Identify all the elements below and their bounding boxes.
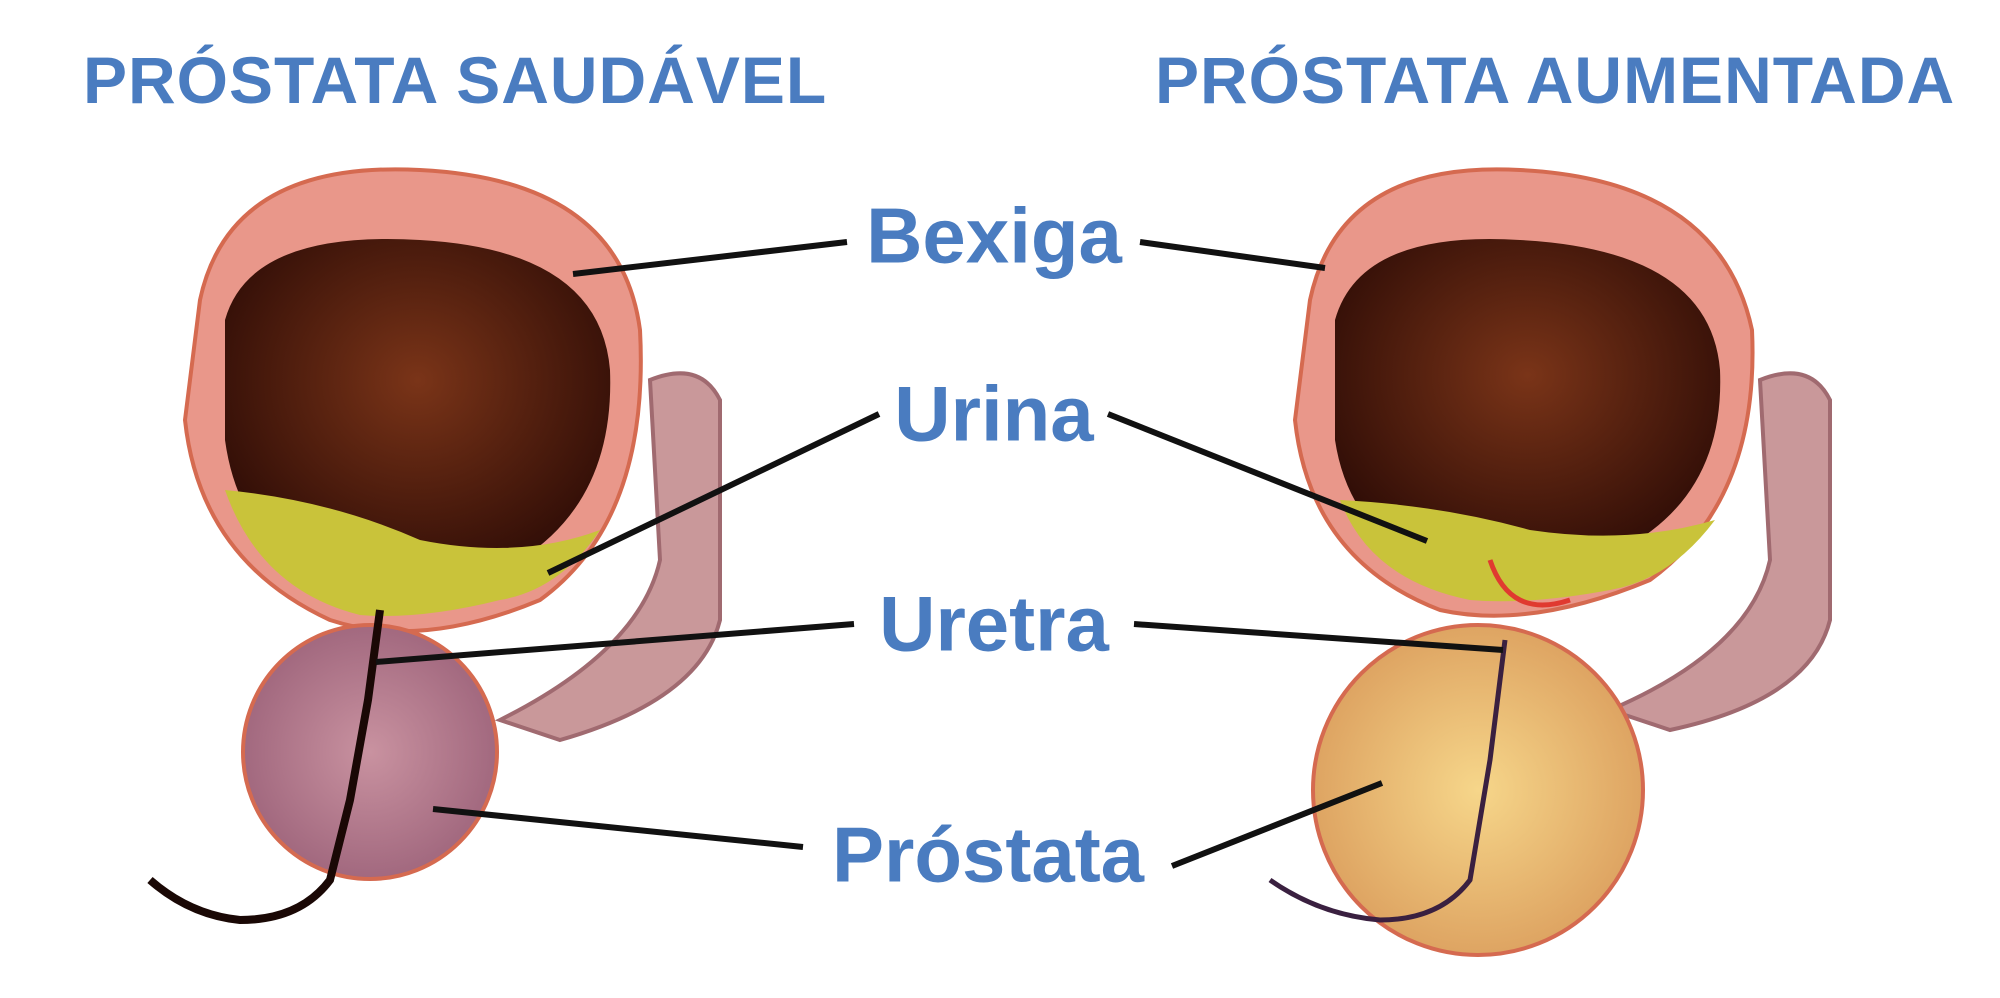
urethra — [1268, 639, 1508, 923]
leader-prostate-left — [432, 806, 804, 850]
bladder-inside — [225, 239, 611, 592]
urine — [225, 490, 600, 616]
flow-arrow — [1487, 559, 1571, 608]
prostate — [241, 623, 499, 881]
label-bladder: Bexiga — [866, 191, 1122, 280]
healthy-prostate-title: PRÓSTATA SAUDÁVEL — [83, 43, 828, 117]
leader-bladder-left — [572, 239, 848, 277]
leader-urethra-left — [375, 621, 855, 665]
bladder-inside — [1335, 239, 1721, 580]
prostate — [1311, 623, 1645, 957]
seminal-vesicle — [494, 371, 722, 743]
label-urine: Urina — [894, 369, 1094, 458]
urine — [1340, 500, 1715, 602]
leader-urethra-right — [1133, 621, 1504, 653]
enlarged-prostate-title: PRÓSTATA AUMENTADA — [1155, 43, 1956, 117]
label-prostate: Próstata — [831, 810, 1145, 899]
leader-urine-right — [1106, 411, 1429, 544]
enlarged-prostate-illustration — [1268, 167, 1832, 957]
leader-bladder-right — [1139, 239, 1326, 271]
healthy-prostate-illustration — [147, 167, 722, 925]
leader-urine-left — [546, 411, 881, 576]
leader-prostate-right — [1170, 780, 1384, 869]
leader-lines — [375, 239, 1504, 869]
seminal-vesicle — [1604, 371, 1832, 733]
urethra — [147, 609, 384, 925]
label-urethra: Uretra — [879, 579, 1109, 668]
